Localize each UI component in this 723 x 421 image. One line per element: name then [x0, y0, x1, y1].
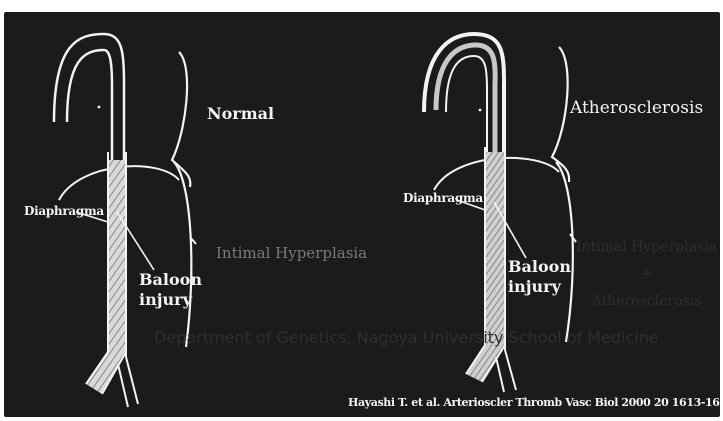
normal-label: Normal	[207, 104, 274, 123]
citation-text: Hayashi T. et al. Arterioscler Thromb Va…	[348, 396, 720, 409]
balloon-injury-label-left: Baloon injury	[139, 270, 202, 310]
intimal-athero-line1: Intimal Hyperplasia	[576, 234, 717, 261]
right-hatched-segment	[485, 152, 505, 348]
diaphragm-label-left: Diaphragma	[24, 204, 104, 218]
diagram-panel: Normal Atherosclerosis Diaphragma Diaphr…	[4, 12, 720, 417]
left-brace-intimal	[174, 162, 191, 347]
watermark-text: Department of Genetics, Nagoya Universit…	[154, 328, 659, 347]
diaphragm-label-right: Diaphragma	[403, 191, 483, 205]
intimal-athero-label: Intimal Hyperplasia + Atherosclerosis	[576, 234, 717, 315]
atherosclerosis-label: Atherosclerosis	[570, 98, 703, 118]
right-brace-intimal	[556, 162, 573, 342]
intimal-athero-line3: Atherosclerosis	[576, 288, 717, 315]
intimal-hyperplasia-label: Intimal Hyperplasia	[216, 244, 367, 262]
left-dot	[98, 106, 101, 109]
left-brace-normal	[172, 52, 190, 187]
right-arch-inner	[446, 56, 487, 157]
left-arch-inner	[67, 50, 112, 162]
vessel-diagram	[4, 12, 720, 417]
right-brace-athero	[552, 47, 569, 182]
intimal-athero-line2: +	[576, 261, 717, 288]
balloon-line2-left: injury	[139, 290, 202, 310]
balloon-line2-right: injury	[508, 277, 571, 297]
left-hatched-segment	[108, 160, 126, 355]
left-iliac-right-branch	[118, 357, 138, 407]
balloon-line1-right: Baloon	[508, 257, 571, 277]
balloon-line1-left: Baloon	[139, 270, 202, 290]
balloon-injury-label-right: Baloon injury	[508, 257, 571, 297]
left-vessel	[54, 34, 196, 407]
right-dot	[479, 109, 482, 112]
